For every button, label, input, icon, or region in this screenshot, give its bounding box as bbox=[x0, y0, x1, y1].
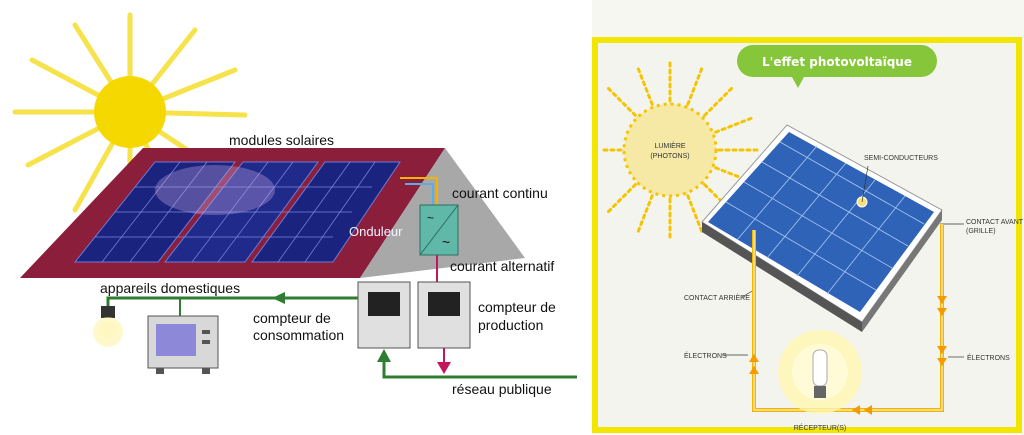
label-home-appliances: appareils domestiques bbox=[100, 280, 240, 296]
label-alternating-current: courant alternatif bbox=[450, 258, 554, 274]
grid-tied-solar-svg: ~ ~ modules solaires Onduleur courant co… bbox=[12, 12, 577, 397]
label-light-line2: (PHOTONS) bbox=[650, 153, 689, 160]
solar-panel-array bbox=[73, 161, 401, 263]
label-direct-current: courant continu bbox=[452, 185, 548, 201]
label-front-contact-line1: CONTACT AVANT bbox=[966, 219, 1024, 226]
label-solar-modules: modules solaires bbox=[229, 132, 334, 148]
label-electrons-left: ÉLECTRONS bbox=[684, 351, 727, 360]
label-light-line1: LUMIÈRE bbox=[654, 141, 685, 150]
light-bulb-icon bbox=[778, 330, 862, 414]
photovoltaic-effect-diagram: L'effet photovoltaïque LUMIÈRE (PHOTONS) bbox=[592, 0, 1024, 435]
svg-text:~: ~ bbox=[427, 211, 434, 225]
consumption-meter bbox=[357, 281, 411, 349]
title-badge: L'effet photovoltaïque bbox=[737, 45, 937, 88]
television-icon bbox=[147, 315, 219, 374]
label-receiver: RÉCEPTEUR(S) bbox=[794, 423, 847, 432]
svg-text:~: ~ bbox=[442, 234, 450, 250]
label-semiconductors: SEMI-CONDUCTEURS bbox=[864, 155, 938, 162]
label-front-contact-line2: (GRILLE) bbox=[966, 228, 996, 235]
diagram-title: L'effet photovoltaïque bbox=[762, 55, 912, 69]
label-back-contact: CONTACT ARRIÈRE bbox=[684, 293, 750, 302]
grid-tied-solar-diagram: ~ ~ modules solaires Onduleur courant co… bbox=[12, 12, 577, 397]
inverter-box: ~ ~ bbox=[419, 204, 459, 256]
label-production-meter-line2: production bbox=[478, 317, 543, 333]
sun-disc bbox=[94, 76, 166, 148]
label-electrons-right: ÉLECTRONS bbox=[967, 353, 1010, 362]
sun-photons-icon bbox=[600, 60, 759, 242]
photovoltaic-effect-svg: L'effet photovoltaïque LUMIÈRE (PHOTONS) bbox=[592, 37, 1024, 433]
solar-cell-panel bbox=[701, 124, 943, 332]
label-inverter: Onduleur bbox=[349, 224, 403, 239]
electron-arrows bbox=[749, 296, 947, 415]
label-production-meter-line1: compteur de bbox=[478, 299, 556, 315]
lamp-icon bbox=[93, 306, 123, 347]
label-public-grid: réseau publique bbox=[452, 381, 552, 397]
label-consumption-meter-line1: compteur de bbox=[253, 310, 331, 326]
production-meter bbox=[417, 281, 471, 349]
label-consumption-meter-line2: consommation bbox=[253, 327, 344, 343]
